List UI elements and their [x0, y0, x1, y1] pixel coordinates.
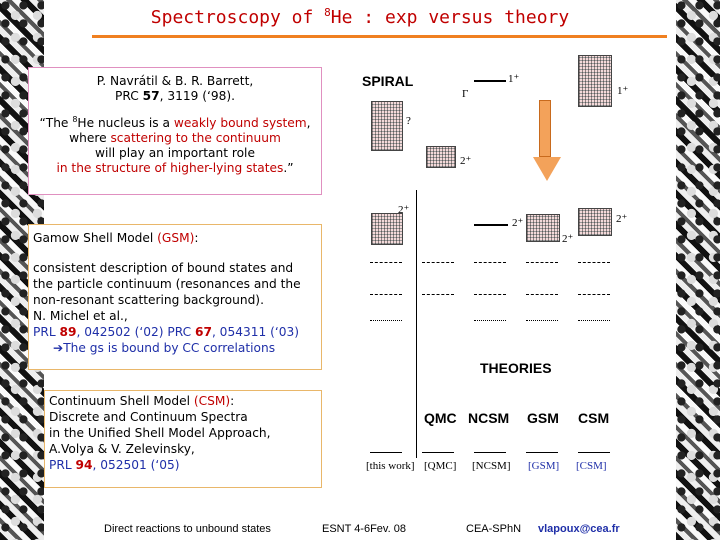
- two-plus-label-d: 2⁺: [562, 233, 574, 245]
- gs-line: [370, 452, 402, 453]
- theories-label: THEORIES: [480, 360, 552, 376]
- gsm-line-1: consistent description of bound states a…: [33, 261, 294, 275]
- one-plus-label-a: 1⁺: [508, 73, 520, 85]
- right-decorative-border: [676, 0, 720, 540]
- header-ncsm: NCSM: [468, 410, 510, 426]
- gamma-level: [474, 80, 506, 82]
- level-dot: [370, 320, 402, 321]
- level-dash: [422, 262, 454, 263]
- level-dash: [370, 294, 402, 295]
- bottom-label-ncsm: [NCSM]: [472, 460, 511, 472]
- slide-title: Spectroscopy of 8He : exp versus theory: [150, 6, 570, 28]
- reference: PRC 57, 3119 (‘98).: [115, 89, 235, 103]
- footer-right: CEA-SPhN: [466, 523, 522, 535]
- gsm-level-2plus: [526, 214, 560, 242]
- bottom-label-gsm: [GSM]: [528, 460, 560, 472]
- authors: P. Navrátil & B. R. Barrett,: [96, 74, 254, 88]
- two-plus-label-a: 2⁺: [460, 155, 472, 167]
- level-dash: [526, 294, 558, 295]
- gs-line: [526, 452, 558, 453]
- level-dot: [578, 320, 610, 321]
- two-plus-label-b: 2⁺: [398, 204, 410, 216]
- exp-level-2minus: [371, 213, 403, 245]
- gsm-heading: Gamow Shell Model (GSM):: [33, 231, 199, 245]
- two-plus-label-c: 2⁺: [512, 217, 524, 229]
- csm-heading: Continuum Shell Model (CSM):: [49, 394, 235, 408]
- spiral-level-hatched: [371, 101, 403, 151]
- down-arrow-icon: [533, 100, 561, 181]
- level-dash: [422, 294, 454, 295]
- level-dash: [526, 262, 558, 263]
- one-plus-label-b: 1⁺: [617, 85, 629, 97]
- csm-line-3: A.Volya & V. Zelevinsky,: [49, 442, 195, 456]
- csm-line-1: Discrete and Continuum Spectra: [49, 410, 248, 424]
- quote-line-3: in the structure of higher-lying states.…: [56, 161, 294, 176]
- csm-box: Continuum Shell Model (CSM): Discrete an…: [44, 390, 322, 488]
- gsm-line-2: the particle continuum (resonances and t…: [33, 277, 301, 291]
- header-csm: CSM: [578, 410, 610, 426]
- level-dash: [474, 262, 506, 263]
- two-plus-label-e: 2⁺: [616, 213, 628, 225]
- spiral-level-2plus: [426, 146, 456, 168]
- gsm-references: PRL 89, 042502 (‘02) PRC 67, 054311 (‘03…: [33, 325, 299, 339]
- footer-left: Direct reactions to unbound states: [104, 523, 271, 535]
- quote-line-1: “The 8He nucleus is a weakly bound syste…: [39, 115, 311, 146]
- csm-level-1plus: [578, 55, 612, 107]
- bottom-label-this-work: [this work]: [366, 460, 415, 472]
- gsm-line-3: non-resonant scattering background).: [33, 293, 264, 307]
- gsm-box: Gamow Shell Model (GSM): consistent desc…: [28, 224, 322, 370]
- spiral-question: ?: [406, 115, 411, 127]
- level-dot: [474, 320, 506, 321]
- level-dash: [474, 294, 506, 295]
- gamma-label: Γ: [462, 88, 469, 100]
- gsm-line-4: N. Michel et al.,: [33, 309, 128, 323]
- arrow-right-icon: ➔: [53, 341, 64, 355]
- ncsm-level: [474, 224, 508, 226]
- level-dash: [370, 262, 402, 263]
- level-dot: [526, 320, 558, 321]
- gsm-conclusion: ➔The gs is bound by CC correlations: [53, 341, 276, 355]
- header-qmc: QMC: [424, 410, 457, 426]
- gs-line: [422, 452, 454, 453]
- level-dash: [578, 262, 610, 263]
- gs-line: [474, 452, 506, 453]
- spiral-label: SPIRAL: [362, 73, 414, 89]
- figure-axis: [416, 190, 417, 458]
- quote-line-2: will play an important role: [95, 146, 255, 161]
- navratil-quote-box: P. Navrátil & B. R. Barrett, PRC 57, 311…: [28, 67, 322, 195]
- csm-level-2plus: [578, 208, 612, 236]
- bottom-label-qmc: [QMC]: [424, 460, 457, 472]
- gs-line: [578, 452, 610, 453]
- csm-line-2: in the Unified Shell Model Approach,: [49, 426, 271, 440]
- csm-reference: PRL 94, 052501 (‘05): [49, 458, 180, 472]
- header-gsm: GSM: [527, 410, 559, 426]
- footer-email[interactable]: vlapoux@cea.fr: [538, 523, 620, 535]
- bottom-label-csm: [CSM]: [576, 460, 607, 472]
- title-underline: [92, 35, 667, 38]
- footer-middle: ESNT 4-6Fev. 08: [322, 523, 406, 535]
- level-dash: [578, 294, 610, 295]
